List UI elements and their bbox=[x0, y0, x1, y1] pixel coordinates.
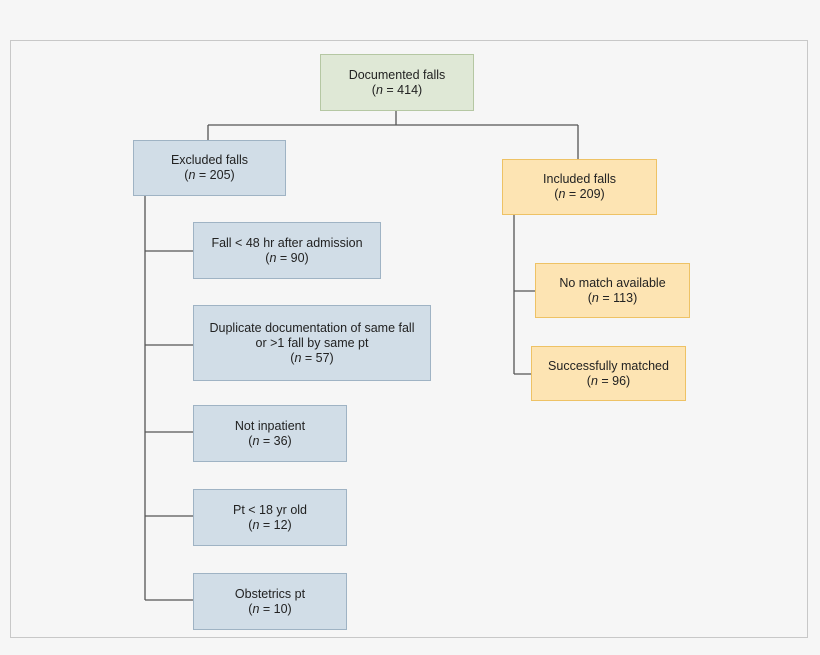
documented-falls-label: Documented falls bbox=[348, 67, 446, 82]
no-match-label: No match available bbox=[559, 275, 666, 290]
excluded-reason-label: Not inpatient bbox=[234, 418, 306, 433]
included-falls-label: Included falls bbox=[543, 172, 616, 186]
excluded-reason-count: (n = 12) bbox=[248, 517, 292, 532]
excluded-reason-count: (n = 90) bbox=[265, 250, 309, 265]
excluded-reason-label: Pt < 18 yr old bbox=[233, 502, 307, 517]
successfully-matched-label: Successfully matched bbox=[548, 358, 669, 373]
documented-falls-box: Documented falls (n = 414) bbox=[320, 54, 474, 111]
excluded-reason-box: Obstetrics pt (n = 10) bbox=[193, 573, 347, 630]
excluded-reason-label: or >1 fall by same pt bbox=[255, 335, 369, 350]
documented-falls-count: (n = 414) bbox=[371, 82, 423, 97]
included-falls-count: (n = 209) bbox=[554, 187, 605, 201]
excluded-reason-box: Duplicate documentation of same fall or … bbox=[193, 305, 431, 381]
excluded-reason-box: Fall < 48 hr after admission (n = 90) bbox=[193, 222, 381, 279]
excluded-reason-count: (n = 57) bbox=[290, 350, 334, 365]
excluded-reason-count: (n = 10) bbox=[248, 601, 292, 616]
excluded-reason-box: Not inpatient (n = 36) bbox=[193, 405, 347, 462]
excluded-reason-box: Pt < 18 yr old (n = 12) bbox=[193, 489, 347, 546]
excluded-reason-count: (n = 36) bbox=[248, 433, 292, 448]
excluded-falls-label: Excluded falls bbox=[170, 153, 249, 167]
no-match-count: (n = 113) bbox=[587, 290, 638, 305]
included-falls-box: Included falls (n = 209) bbox=[502, 159, 657, 215]
excluded-reason-label: Fall < 48 hr after admission bbox=[211, 235, 363, 250]
excluded-falls-count: (n = 205) bbox=[184, 168, 235, 182]
no-match-box: No match available (n = 113) bbox=[535, 263, 690, 318]
excluded-reason-label: Duplicate documentation of same fall bbox=[209, 320, 415, 335]
excluded-falls-box: Excluded falls (n = 205) bbox=[133, 140, 286, 196]
successfully-matched-count: (n = 96) bbox=[586, 373, 631, 388]
excluded-reason-label: Obstetrics pt bbox=[234, 586, 306, 601]
successfully-matched-box: Successfully matched (n = 96) bbox=[531, 346, 686, 401]
